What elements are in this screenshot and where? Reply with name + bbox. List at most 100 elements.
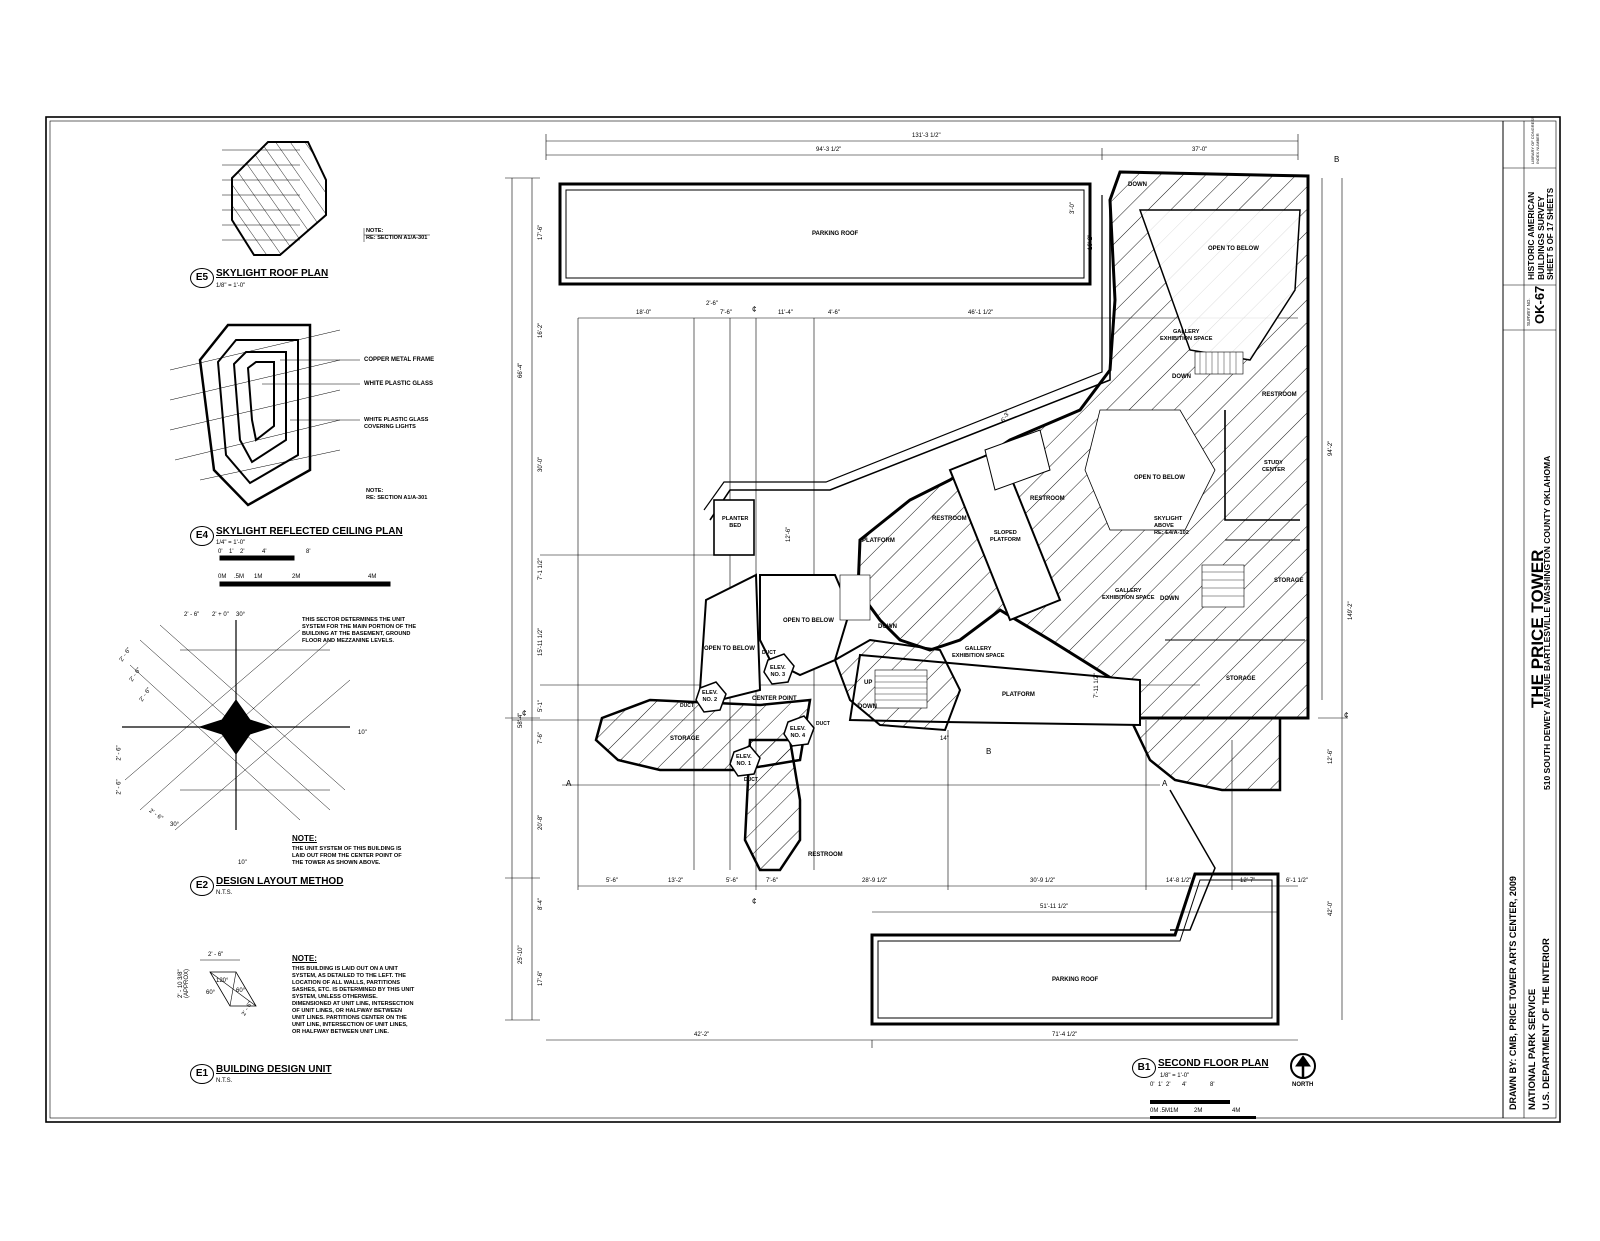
- e2-center-label: CENTER: [224, 723, 247, 729]
- dim-left: 17'-6": [538, 224, 544, 240]
- survey-number: OK-67: [1532, 285, 1547, 324]
- room-label: OPEN TO BELOW: [1134, 475, 1185, 481]
- room-label: GALLERY EXHIBITION SPACE: [1160, 329, 1213, 342]
- e5-scale: 1/8" = 1'-0": [216, 283, 246, 289]
- e5-note: NOTE: RE: SECTION A1/A-301: [366, 228, 428, 241]
- sheet-border: [45, 116, 1561, 1123]
- section-marker-a: A: [1162, 779, 1168, 788]
- b1-scale-ft-2: 2': [1166, 1082, 1171, 1088]
- e5-title: SKYLIGHT ROOF PLAN: [216, 268, 329, 279]
- e1-scale: N.T.S.: [216, 1078, 233, 1084]
- skylight-roof-plan-diagram: [222, 141, 430, 256]
- e4-scale-ft-2: 2': [240, 549, 245, 555]
- section-marker-b: B: [1334, 155, 1340, 164]
- e2-dim-9: 30°: [170, 822, 180, 828]
- e2-dim-10: 10": [358, 730, 367, 736]
- dim-top: 94'-3 1/2": [816, 147, 842, 153]
- centerline-marker: ¢: [1344, 711, 1349, 720]
- room-label: DUCT: [680, 703, 694, 709]
- e2-bubble: E2: [190, 876, 214, 896]
- e4-scale-m-3: 2M: [292, 574, 301, 580]
- dim-left: 8'-4": [538, 898, 544, 910]
- e4-scale-ft-3: 4': [262, 549, 267, 555]
- habs-line-1: HISTORIC AMERICAN: [1526, 191, 1536, 280]
- room-label: DUCT: [744, 777, 758, 783]
- room-label: ELEV. NO. 2: [702, 690, 718, 703]
- project-address: 510 SOUTH DEWEY AVENUE BARTLESVILLE WASH…: [1542, 455, 1552, 790]
- b1-scale-m-2: 1M: [1170, 1108, 1179, 1114]
- e2-dim-0: 2' - 6": [184, 612, 200, 618]
- e4-scale-m-0: 0M: [218, 574, 227, 580]
- section-marker-b: B: [986, 747, 992, 756]
- south-wing: [743, 738, 802, 872]
- north-arrow-icon: [1290, 1053, 1316, 1079]
- north-label: NORTH: [1292, 1082, 1314, 1088]
- dim-bottom: 14'-8 1/2": [1166, 878, 1192, 884]
- second-floor-plan: [505, 134, 1348, 1048]
- room-label: PLATFORM: [862, 538, 895, 544]
- dim-bottom: 71'-4 1/2": [1052, 1032, 1078, 1038]
- e4-scale-m-2: 1M: [254, 574, 263, 580]
- dim-left: 15'-11 1/2": [538, 627, 544, 656]
- e4-scale-m-1: .5M: [234, 574, 245, 580]
- loc-index: LIBRARY OF CONGRESS INDEX NUMBER: [1530, 116, 1540, 164]
- room-label: ELEV. NO. 1: [736, 754, 752, 767]
- b1-scale-m-3: 2M: [1194, 1108, 1203, 1114]
- room-label: RESTROOM: [1262, 392, 1297, 398]
- habs-line-2: BUILDINGS SURVEY: [1536, 196, 1546, 280]
- room-label: DUCT: [816, 721, 830, 727]
- b1-scale-ft-1: 1': [1158, 1082, 1163, 1088]
- dim-bottom: 13'-2": [668, 878, 684, 884]
- dim-top: 2'-6": [706, 301, 718, 307]
- b1-scale-m-1: .5M: [1160, 1108, 1171, 1114]
- dim-left: 16'-2": [538, 322, 544, 338]
- title-block: [1502, 121, 1556, 1118]
- room-label: STORAGE: [1226, 676, 1256, 682]
- dim-top: 7'-6": [720, 310, 732, 316]
- e1-note: THIS BUILDING IS LAID OUT ON A UNIT SYST…: [292, 966, 415, 1035]
- room-label: DOWN: [858, 704, 877, 710]
- dim-left: 7'-6": [538, 732, 544, 744]
- dim-bottom: 6'-1 1/2": [1286, 878, 1308, 884]
- b1-scale: 1/8" = 1'-0": [1160, 1073, 1190, 1079]
- dim-bottom: 42'-2": [694, 1032, 710, 1038]
- e4-callout-2: WHITE PLASTIC GLASS: [364, 381, 433, 387]
- dim-bottom: 5'-6": [726, 878, 738, 884]
- e1-title: BUILDING DESIGN UNIT: [216, 1064, 332, 1075]
- dim-left: 30'-0": [538, 456, 544, 472]
- room-label: SLOPED PLATFORM: [990, 530, 1021, 543]
- dim-left: 20'-8": [538, 814, 544, 830]
- room-label: OPEN TO BELOW: [704, 646, 755, 652]
- b1-bubble: B1: [1132, 1058, 1156, 1078]
- room-label: ELEV. NO. 4: [790, 726, 806, 739]
- room-label: PARKING ROOF: [812, 231, 859, 237]
- dim-left: 5'-1": [538, 700, 544, 712]
- dim-top: 37'-0": [1192, 147, 1208, 153]
- dim-top: 46'-1 1/2": [968, 310, 994, 316]
- e1-note-head: NOTE:: [292, 954, 317, 963]
- e4-scale-ft-4: 8': [306, 549, 311, 555]
- e4-callout-3: WHITE PLASTIC GLASS COVERING LIGHTS: [364, 417, 429, 430]
- e2-title: DESIGN LAYOUT METHOD: [216, 876, 344, 887]
- e2-sector-text: THIS SECTOR DETERMINES THE UNIT SYSTEM F…: [302, 617, 417, 644]
- e4-note: NOTE: RE: SECTION A1/A-301: [366, 488, 428, 501]
- e5-bubble: E5: [190, 268, 214, 288]
- e4-bubble: E4: [190, 526, 214, 546]
- agency-doi: U.S. DEPARTMENT OF THE INTERIOR: [1541, 938, 1552, 1110]
- skylight-ceiling-plan-diagram: [169, 323, 391, 587]
- dim-inner: 12'-6": [786, 526, 792, 542]
- b1-title: SECOND FLOOR PLAN: [1158, 1058, 1269, 1069]
- centerline-marker: ¢: [752, 305, 757, 314]
- room-label: GALLERY EXHIBITION SPACE: [1102, 588, 1155, 601]
- e2-scale: N.T.S.: [216, 890, 233, 896]
- drawn-by: DRAWN BY: CMB, PRICE TOWER ARTS CENTER, …: [1508, 876, 1518, 1110]
- room-label: UP: [864, 680, 873, 686]
- e2-dim-6: 2' - 6": [116, 745, 123, 761]
- dim-bottom: 30'-9 1/2": [1030, 878, 1056, 884]
- b1-scale-ft-0: 0': [1150, 1082, 1155, 1088]
- e2-dim-1: 2' + 0": [212, 612, 229, 618]
- e1-dim-3: 120°: [216, 978, 229, 984]
- agency-nps: NATIONAL PARK SERVICE: [1527, 988, 1538, 1110]
- e1-dim-5: 60°: [236, 988, 246, 994]
